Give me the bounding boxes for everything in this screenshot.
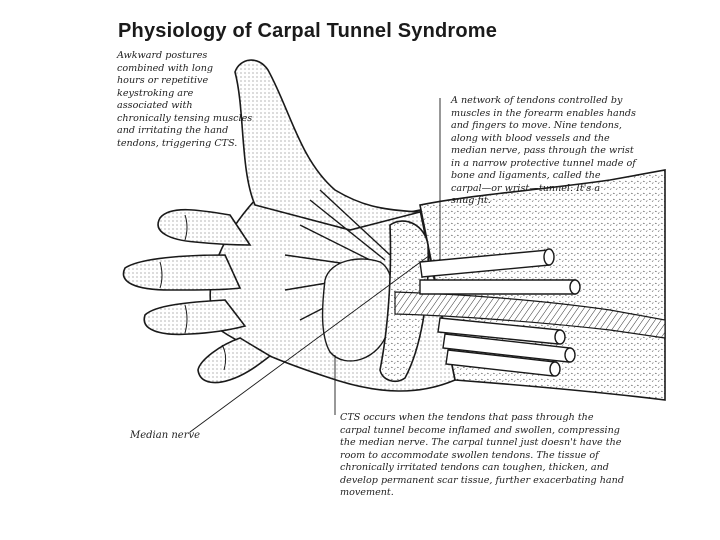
median-nerve xyxy=(394,291,666,339)
finger-index xyxy=(157,208,252,246)
tunnel-tendons xyxy=(419,248,581,377)
knuckle-creases xyxy=(159,214,227,371)
finger-ring xyxy=(143,299,247,336)
finger-middle xyxy=(122,254,242,291)
median-nerve-label: Median nerve xyxy=(130,430,201,441)
cts-caption: CTS occurs when the tendons that pass th… xyxy=(340,412,624,498)
thumb xyxy=(234,59,421,231)
tendon-network-caption: A network of tendons controlled by muscl… xyxy=(451,95,636,206)
posture-caption: Awkward postures combined with long hour… xyxy=(117,50,253,149)
diagram-title: Physiology of Carpal Tunnel Syndrome xyxy=(118,20,498,42)
finger-little xyxy=(197,337,272,384)
leader-lines xyxy=(189,98,441,433)
